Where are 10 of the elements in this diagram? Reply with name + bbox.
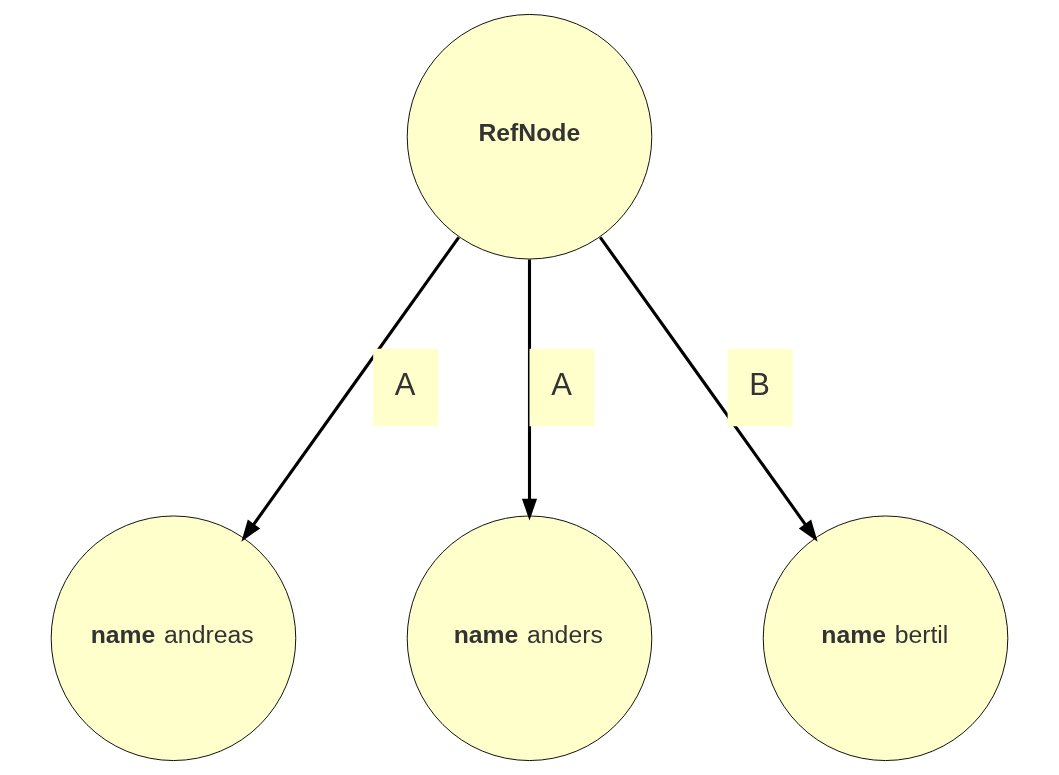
arrow [521, 259, 538, 521]
node-circle: name andreas [50, 515, 297, 761]
node-circle: name anders [406, 515, 653, 761]
node-circle: name bertil [762, 515, 1009, 761]
edge-label: B [749, 367, 770, 403]
arrow [241, 236, 460, 542]
edge-label: A [394, 367, 416, 403]
node-circle: RefNode [406, 14, 653, 260]
edge-label: A [551, 367, 572, 403]
arrow [599, 236, 818, 542]
